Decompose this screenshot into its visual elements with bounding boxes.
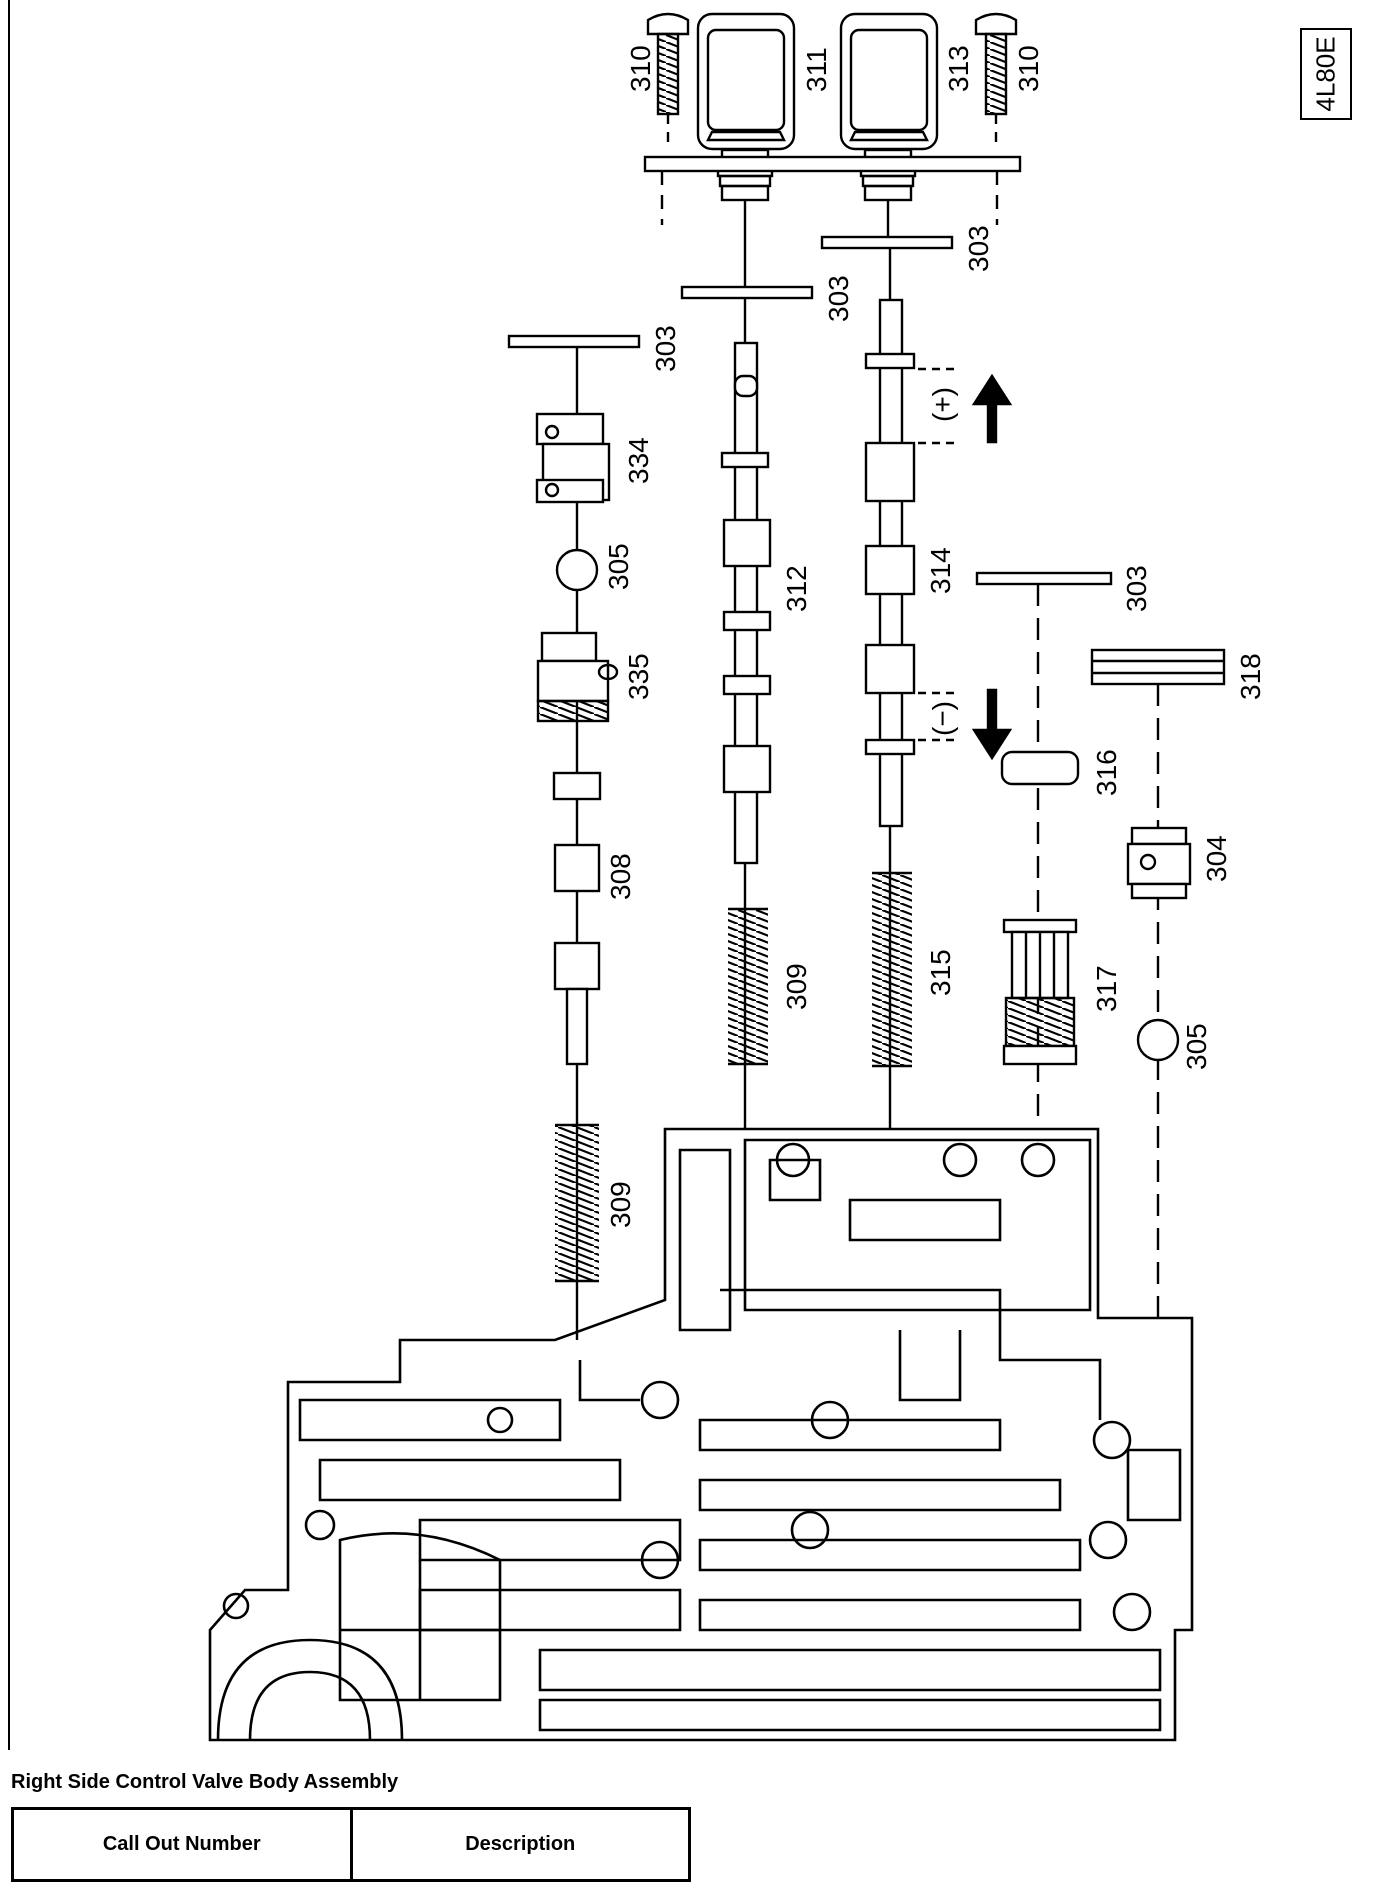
column-2 xyxy=(720,298,772,1129)
arrow-down-icon xyxy=(971,688,1013,761)
solenoid-313 xyxy=(839,12,939,237)
callout-315: 315 xyxy=(925,949,956,996)
arrow-up-icon xyxy=(971,373,1013,444)
retainer-303-c xyxy=(820,235,954,250)
retainer-303-a xyxy=(507,334,641,349)
model-tag-text: 4L80E xyxy=(1310,36,1341,112)
retainer-303-d xyxy=(975,571,1113,586)
retainer-303-b xyxy=(680,285,814,300)
callout-316: 316 xyxy=(1091,749,1122,796)
valve-body-exploded-diagram: 310 311 313 310 303 303 303 303 334 305 … xyxy=(208,12,1266,1742)
callout-335: 335 xyxy=(623,653,654,700)
callout-318: 318 xyxy=(1235,653,1266,700)
column-header-callout-number: Call Out Number xyxy=(11,1807,353,1882)
callout-317: 317 xyxy=(1091,965,1122,1012)
bolt-310-right xyxy=(974,12,1018,150)
model-tag: 4L80E xyxy=(1300,28,1352,120)
callout-312: 312 xyxy=(781,565,812,612)
column-1 xyxy=(535,347,619,1340)
column-3 xyxy=(864,248,960,1129)
callout-310-left: 310 xyxy=(625,45,656,92)
valve-body-casting xyxy=(208,1127,1194,1742)
callout-309-left: 309 xyxy=(605,1181,636,1228)
callout-309-middle: 309 xyxy=(781,963,812,1010)
callout-334: 334 xyxy=(623,437,654,484)
callout-303-d: 303 xyxy=(1121,565,1152,612)
callout-310-right: 310 xyxy=(1013,45,1044,92)
callout-314: 314 xyxy=(925,547,956,594)
column-5 xyxy=(1090,648,1226,1318)
solenoid-311 xyxy=(696,12,796,287)
figure-caption: Right Side Control Valve Body Assembly xyxy=(11,1771,399,1793)
table-header-row: Call Out Number Description xyxy=(11,1807,691,1882)
column-4 xyxy=(1000,584,1080,1129)
bolt-310-left xyxy=(646,12,690,150)
callout-table: Call Out Number Description xyxy=(11,1807,691,1882)
callout-313: 313 xyxy=(943,45,974,92)
solenoid-bracket xyxy=(643,155,1022,225)
label-minus: (−) xyxy=(927,701,958,736)
callout-305-left: 305 xyxy=(603,543,634,590)
callout-303-c: 303 xyxy=(963,225,994,272)
callout-311: 311 xyxy=(801,47,832,92)
column-header-description: Description xyxy=(349,1807,691,1882)
label-plus: (+) xyxy=(927,387,958,422)
page-left-border xyxy=(8,0,10,1750)
callout-303-a: 303 xyxy=(650,325,681,372)
callout-308: 308 xyxy=(605,853,636,900)
callout-305-right: 305 xyxy=(1181,1023,1212,1070)
callout-303-b: 303 xyxy=(823,275,854,322)
callout-304: 304 xyxy=(1201,835,1232,882)
